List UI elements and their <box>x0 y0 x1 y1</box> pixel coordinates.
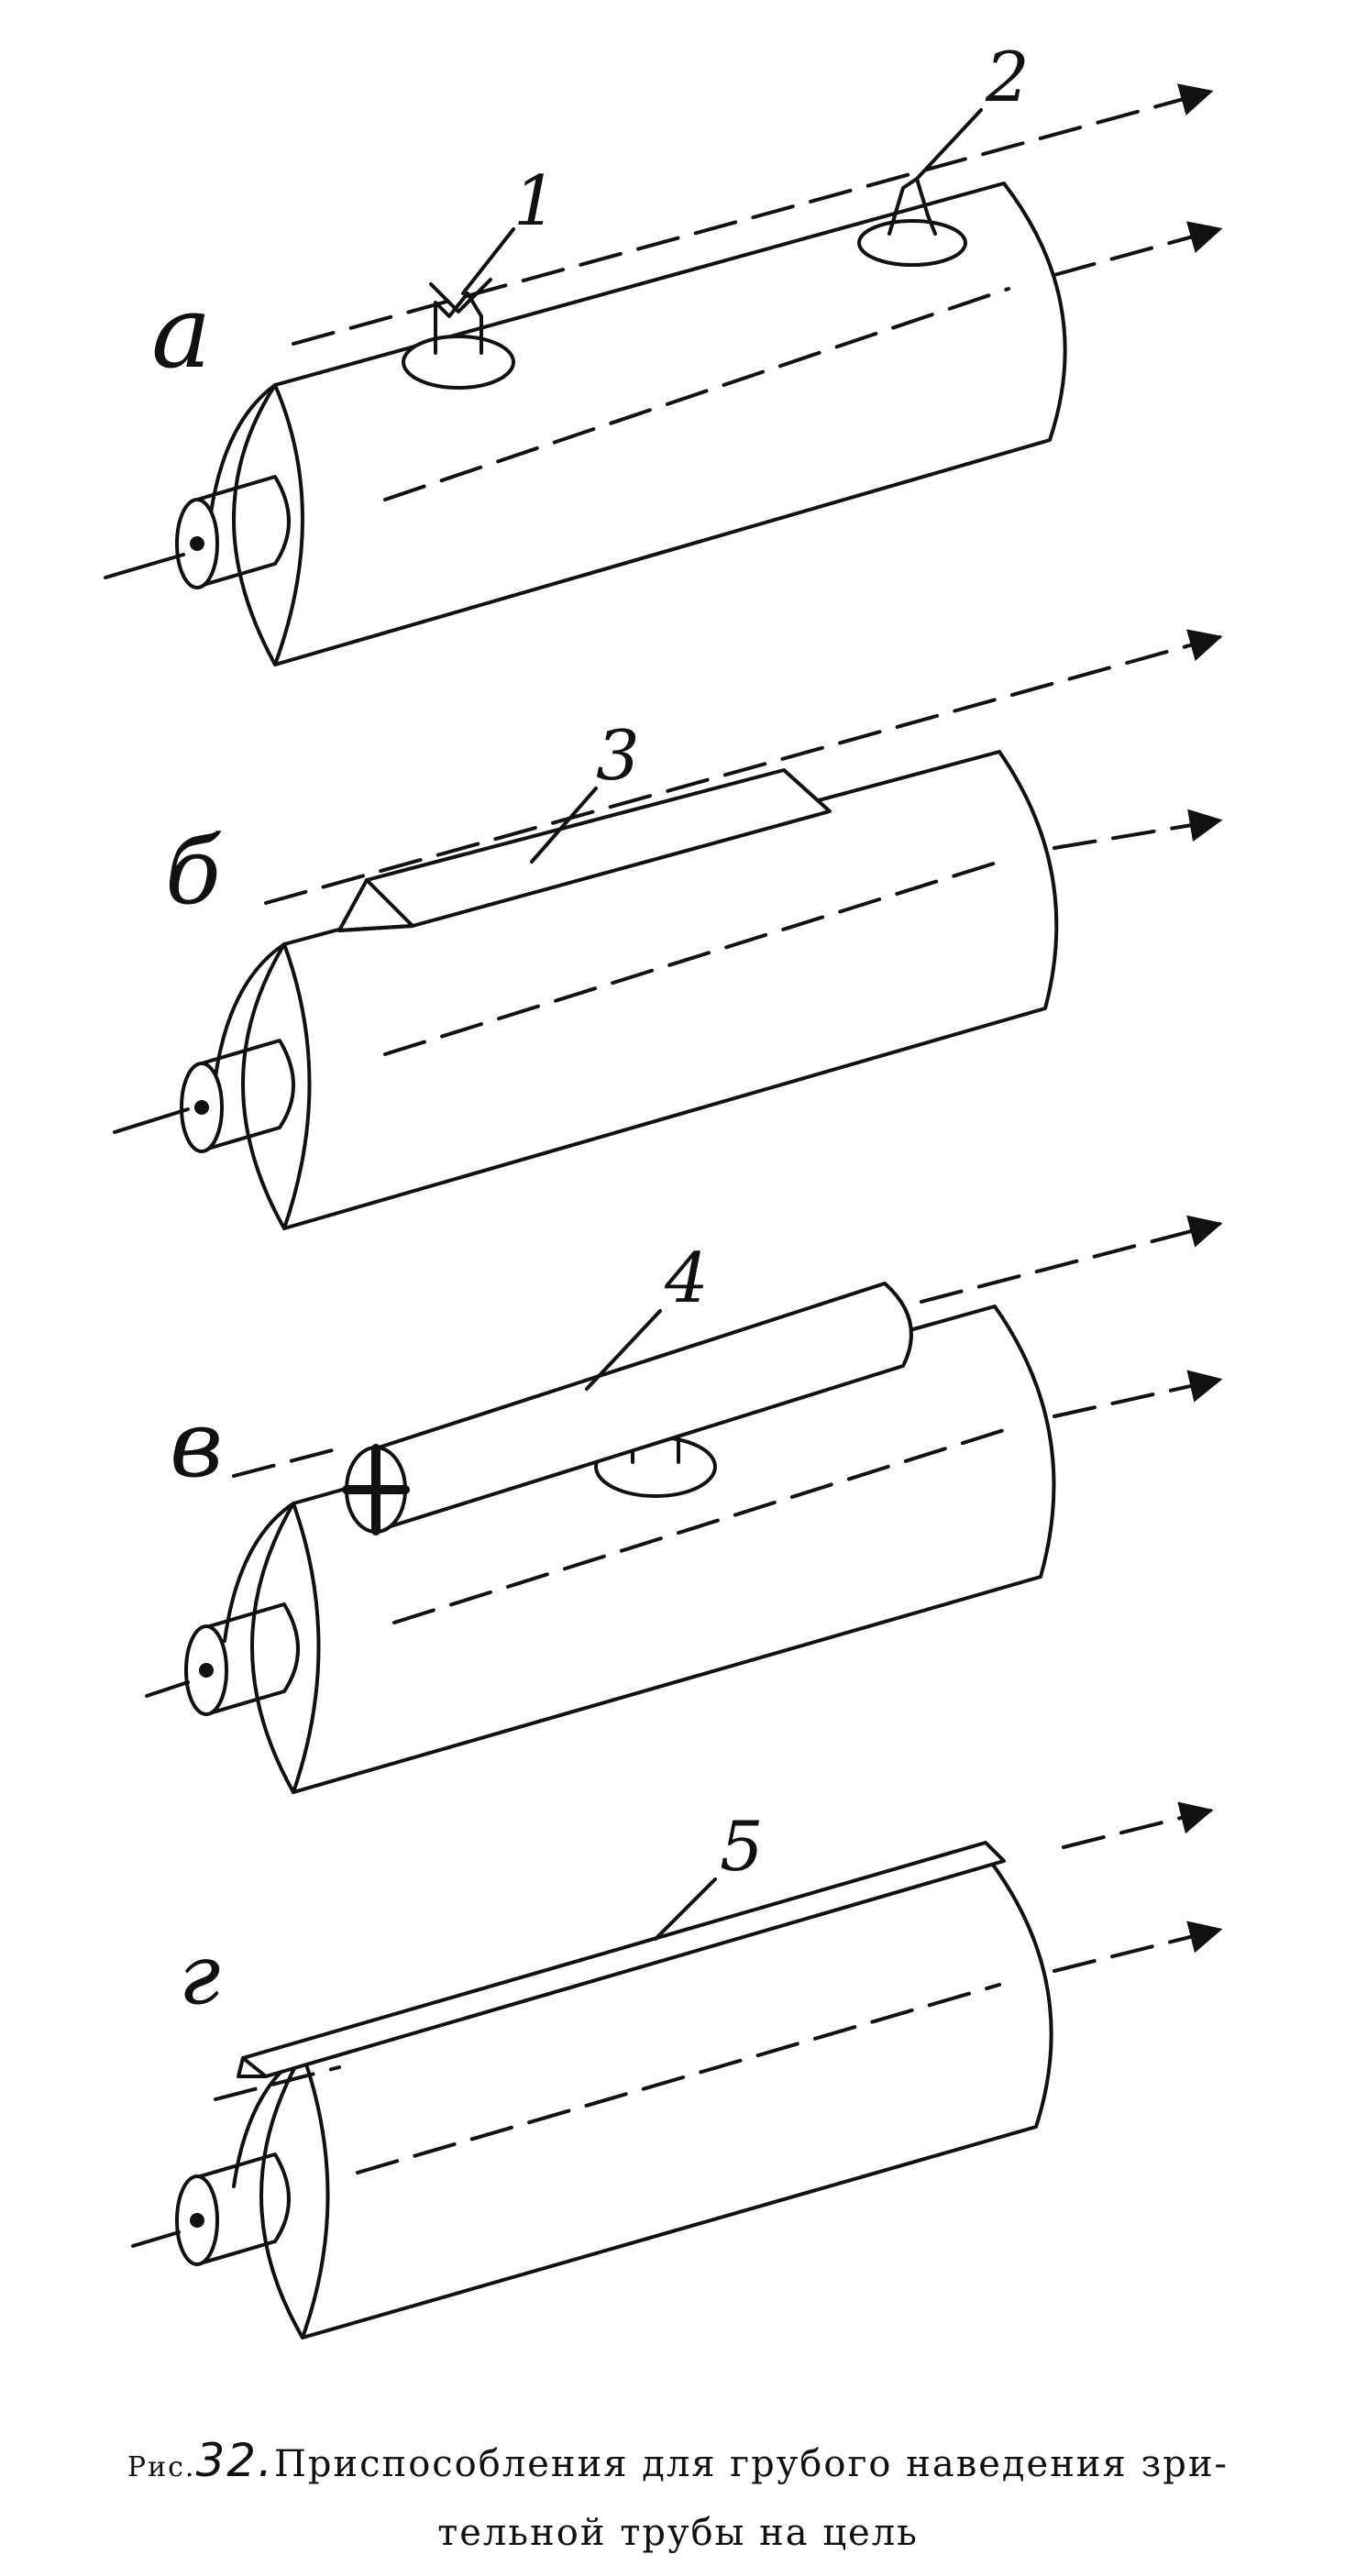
panel-label-a: а <box>151 273 212 391</box>
panel-label-d: г <box>179 1927 220 2023</box>
figure-caption: Рис.32.Приспособления для грубого наведе… <box>0 2434 1356 2487</box>
part-number-3: 3 <box>596 715 640 796</box>
caption-line-2: тельной трубы на цель <box>437 2512 919 2554</box>
panel-c-tube <box>145 1215 1223 1794</box>
panel-a-tube <box>104 83 1223 666</box>
part-number-5: 5 <box>720 1806 764 1887</box>
panel-b-tube <box>113 629 1223 1230</box>
caption-line-1: Приспособления для грубого наведения зри… <box>273 2443 1229 2485</box>
panel-label-b: б <box>165 818 222 925</box>
part-number-1: 1 <box>513 160 557 241</box>
part-number-2: 2 <box>985 37 1030 117</box>
caption-prefix: Рис. <box>127 2451 196 2483</box>
figure-caption-line-2: тельной трубы на цель <box>0 2512 1356 2554</box>
panel-label-c: в <box>170 1391 223 1498</box>
caption-figure-number: 32. <box>195 2434 274 2487</box>
panel-d-tube <box>131 1801 1223 2339</box>
part-number-4: 4 <box>664 1238 709 1318</box>
